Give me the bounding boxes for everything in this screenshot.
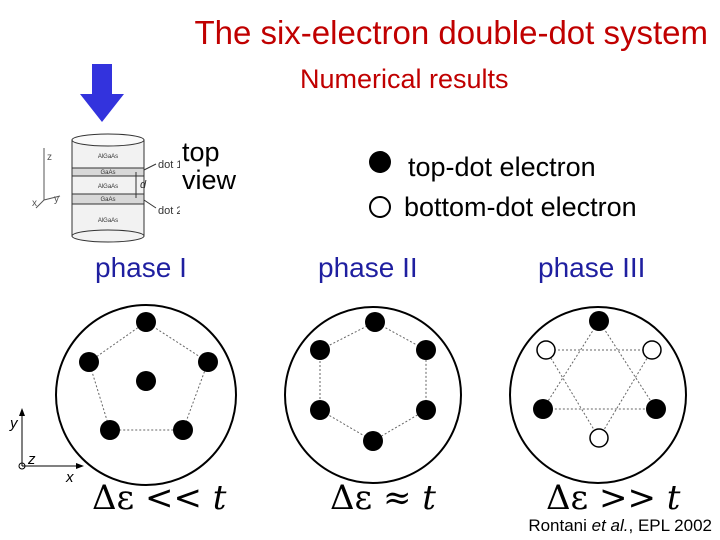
phase-diagrams: y z x (9, 304, 687, 486)
axis-x-label: x (65, 469, 74, 486)
axis-y-label: y (9, 415, 19, 432)
layer-label-2: GaAs (100, 170, 115, 176)
formula-lhs: Δε (330, 478, 373, 518)
electron-top (365, 312, 385, 332)
page-title: The six-electron double-dot system (194, 14, 708, 51)
citation: Rontani et al., EPL 2002 (528, 516, 712, 536)
phase-3-boundary (509, 306, 687, 484)
electron-top (173, 420, 193, 440)
schematic-axes (35, 148, 61, 209)
electron-top (416, 400, 436, 420)
electron-top (198, 352, 218, 372)
schematic-axis-x: x (32, 198, 37, 209)
citation-etal: et al. (591, 516, 629, 535)
coordinate-axes (18, 412, 80, 470)
electron-top (533, 399, 553, 419)
phase-3-formula: Δε >> t (546, 478, 680, 518)
layer-label-4: GaAs (100, 197, 115, 203)
formula-op: >> (598, 478, 656, 518)
formula-rhs: t (212, 478, 227, 518)
schematic-axis-z: z (47, 152, 52, 163)
layer-label-5: AlGaAs (98, 218, 118, 224)
electron-top (310, 340, 330, 360)
electron-top (589, 311, 609, 331)
axis-z-label: z (27, 451, 36, 468)
electron-bottom (589, 428, 609, 448)
formula-lhs: Δε (92, 478, 135, 518)
d-label: d (140, 179, 147, 191)
phase-2-diagram (284, 306, 462, 484)
citation-author: Rontani (528, 516, 592, 535)
layer-label-1: AlGaAs (98, 154, 118, 160)
electron-top (136, 371, 156, 391)
electron-top (646, 399, 666, 419)
phase-1-boundary (55, 304, 237, 486)
phase-1-formula: Δε << t (92, 478, 226, 518)
electron-top (100, 420, 120, 440)
electron-bottom (536, 340, 556, 360)
phase-1-label: phase I (95, 252, 187, 283)
phase-2-formula: Δε ≈ t (330, 478, 436, 518)
legend-filled-marker (369, 151, 391, 173)
dot1-label: dot 1 (158, 159, 180, 171)
legend-open-marker (369, 196, 391, 218)
electron-top (136, 312, 156, 332)
phase-3-label: phase III (538, 252, 646, 283)
top-view-label: top view (182, 137, 237, 195)
formula-lhs: Δε (546, 478, 589, 518)
phase-2-label: phase II (318, 252, 418, 283)
formula-op: ≈ (382, 478, 412, 518)
dot2-label: dot 2 (158, 205, 180, 217)
formula-rhs: t (666, 478, 681, 518)
phase-2-boundary (284, 306, 462, 484)
schematic-axis-y: y (54, 194, 59, 205)
phase-3-diagram (509, 306, 687, 484)
electron-bottom (642, 340, 662, 360)
legend-bottom-label: bottom-dot electron (404, 192, 637, 222)
cylinder (71, 133, 145, 243)
down-arrow-icon (80, 64, 124, 122)
double-dot-schematic: z x y AlGaAs GaAs AlGaAs GaAs AlGaAs dot… (32, 133, 180, 243)
page-subtitle: Numerical results (300, 64, 509, 94)
electron-top (79, 352, 99, 372)
electron-top (416, 340, 436, 360)
formula-rhs: t (422, 478, 436, 518)
electron-top (363, 431, 383, 451)
layer-label-3: AlGaAs (98, 184, 118, 190)
electron-top (310, 400, 330, 420)
formula-op: << (144, 478, 202, 518)
phase-1-diagram (55, 304, 237, 486)
citation-ref: , EPL 2002 (628, 516, 713, 535)
legend-markers (369, 151, 391, 218)
legend-top-label: top-dot electron (408, 152, 596, 182)
